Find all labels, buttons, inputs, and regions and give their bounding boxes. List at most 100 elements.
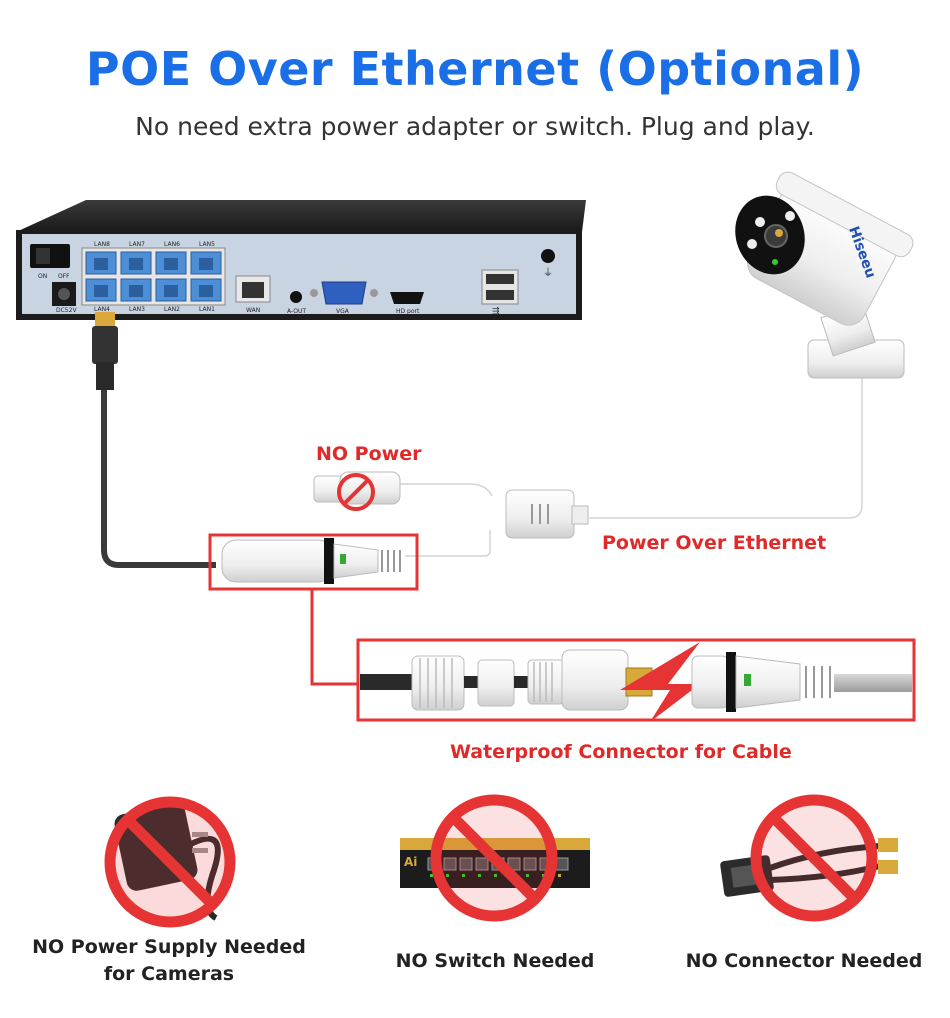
camera-stand-cable <box>585 370 862 522</box>
dc-to-splitter-cable <box>400 484 502 512</box>
audio-out-label: A-OUT <box>287 308 306 315</box>
dc-to-splitter-cable-edge <box>400 483 493 497</box>
coupler-ridges <box>381 550 401 572</box>
lan-port-label: LAN4 <box>94 306 110 313</box>
adapter-prong <box>192 832 208 837</box>
switch-label-on: ON <box>38 273 47 280</box>
adapter-prohibited-slash <box>124 816 216 908</box>
hdmi-port <box>390 292 424 304</box>
lan-port-hole <box>94 258 108 270</box>
cable-segment <box>514 676 530 688</box>
lan-port-label: LAN3 <box>129 306 145 313</box>
lan-port-label: LAN6 <box>164 241 180 248</box>
switch-brand: Ai <box>404 855 417 869</box>
camera-led-top <box>755 217 765 227</box>
rj45-plug-nvr <box>92 312 118 390</box>
wan-port-hole <box>242 282 264 298</box>
nvr-top-shell <box>16 200 586 232</box>
usb-port-top <box>486 274 514 284</box>
switch-port <box>555 857 569 871</box>
threaded-sleeve-ridges <box>533 662 553 702</box>
adapter-prong <box>192 848 208 853</box>
switch-port <box>507 857 521 871</box>
power-switch-rocker <box>36 248 50 264</box>
rj45-plug-boot <box>92 326 118 364</box>
power-over-ethernet-label: Power Over Ethernet <box>602 532 827 554</box>
switch-port <box>523 857 537 871</box>
rj45-coupler <box>221 538 401 584</box>
lan-port-hole <box>129 258 143 270</box>
rj45-plug-strain-relief <box>96 362 114 390</box>
connect-arrow-icon <box>620 642 700 722</box>
reset-button <box>541 249 555 263</box>
waterproof-highlight-box <box>356 638 916 722</box>
poe-connector-item <box>720 794 898 922</box>
camera-lens <box>764 224 788 248</box>
receptacle-indicator <box>744 674 751 686</box>
camera-lens-glint <box>775 229 783 237</box>
switch-port <box>475 857 489 871</box>
switch-label-off: OFF <box>58 273 70 280</box>
switch-prohibited-slash <box>449 813 539 903</box>
no-power-supply-label: NO Power Supply Needed for Cameras <box>10 934 328 988</box>
switch-port <box>459 857 473 871</box>
bullet-camera: Hiseeu <box>585 171 914 522</box>
no-power-supply-line2: for Cameras <box>103 963 235 985</box>
cable-segment <box>464 676 478 688</box>
ground-icon: ⏚ <box>543 267 553 279</box>
nvr-to-injector-cable <box>101 360 216 568</box>
lan-port-hole <box>199 258 213 270</box>
splitter-strain-relief <box>571 505 589 525</box>
connector-prohibited-slash <box>769 813 859 903</box>
lan-port-hole <box>129 285 143 297</box>
vga-port <box>321 281 367 305</box>
wan-label: WAN <box>246 307 260 314</box>
switch-port-led <box>462 874 465 877</box>
switch-port-led <box>494 874 497 877</box>
injector-to-splitter-cable-edge <box>405 530 491 557</box>
connector-plug-tip <box>878 860 898 874</box>
coupler-body <box>221 539 333 583</box>
lan-port-label: LAN2 <box>164 306 180 313</box>
switch-label-strip <box>400 838 590 850</box>
dc-label: DC52V <box>56 307 77 314</box>
connector-plug-tip <box>878 838 898 852</box>
switch-port-led <box>430 874 433 877</box>
camera-stand-cable-edge <box>589 370 863 519</box>
receptacle-body <box>735 655 801 709</box>
switch-port-led <box>542 874 545 877</box>
lan-port-hole <box>164 285 178 297</box>
poe-splitter <box>505 489 589 539</box>
waterproof-connector-label: Waterproof Connector for Cable <box>450 741 792 763</box>
rj45-plug-contacts <box>95 312 115 328</box>
vga-label: VGA <box>336 308 350 315</box>
sealing-cap-ridges <box>419 658 453 708</box>
page-title: POE Over Ethernet (Optional) <box>85 42 865 96</box>
threaded-body <box>561 649 629 711</box>
no-power-label: NO Power <box>316 443 422 465</box>
camera-led-left <box>747 239 757 249</box>
grey-cable <box>834 674 912 692</box>
lan-port-label: LAN7 <box>129 241 145 248</box>
no-power-supply-line1: NO Power Supply Needed <box>32 936 306 958</box>
rubber-seal <box>477 659 515 707</box>
switch-port-led <box>478 874 481 877</box>
switch-port <box>443 857 457 871</box>
coupler-indicator <box>340 554 346 564</box>
no-connector-label: NO Connector Needed <box>685 950 923 972</box>
no-power-prohibited-slash <box>342 478 370 506</box>
highlight-connector-line <box>310 589 358 686</box>
vga-screw-right <box>370 289 378 297</box>
switch-port-led <box>446 874 449 877</box>
receptacle-band <box>726 652 736 712</box>
lan-port-hole <box>199 285 213 297</box>
coupler-tail <box>333 543 379 579</box>
dc-barrel-plug <box>313 471 401 511</box>
camera-sunshade <box>775 171 914 258</box>
page-subtitle: No need extra power adapter or switch. P… <box>135 112 815 141</box>
switch-port-led <box>558 874 561 877</box>
waterproof-connector-detail <box>360 642 912 722</box>
